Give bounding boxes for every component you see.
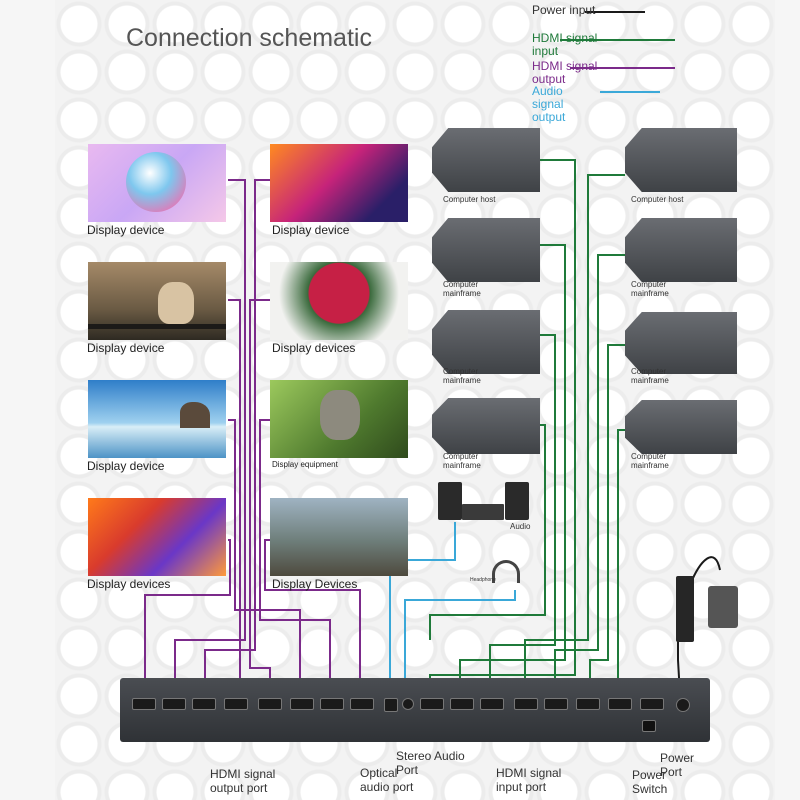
hdmi-output-wire [249, 299, 271, 695]
hdmi-input-port [420, 698, 444, 710]
display-label: Display devices [87, 577, 171, 591]
hdmi-input-port [514, 698, 538, 710]
audio-wires [389, 522, 516, 695]
stereo-audio-port [402, 698, 414, 710]
hdmi-output-wire [174, 179, 246, 695]
power-port [676, 698, 690, 712]
optical-audio-port [384, 698, 398, 712]
computer-mainframe-icon [432, 218, 542, 284]
power-adapter-icon [676, 576, 694, 642]
hdmi-input-port [576, 698, 600, 710]
headphone-icon [492, 560, 520, 583]
audio-wire [404, 590, 516, 695]
display-image-game [270, 498, 408, 576]
hdmi-output-port [224, 698, 248, 710]
hdmi-output-port [320, 698, 344, 710]
computer-mainframe-icon [432, 398, 542, 464]
display-label: Display device [87, 341, 165, 355]
hdmi-output-wire [264, 539, 361, 695]
hdmi-input-wire [617, 429, 625, 695]
speaker-right-icon [505, 482, 529, 520]
legend-hdmi-input: HDMI signal input [532, 31, 598, 58]
hdmi-input-wire [459, 244, 566, 695]
hdmi-output-port [132, 698, 156, 710]
computer-label: Computer mainframe [631, 452, 669, 470]
hdmi-input-port [640, 698, 664, 710]
hdmi-input-port [450, 698, 474, 710]
display-label: Display device [87, 459, 165, 473]
display-image-squirrel [88, 262, 226, 340]
computer-label: Computer host [443, 195, 496, 204]
hdmi-input-wire [554, 254, 625, 695]
hdmi-input-wire [489, 334, 556, 695]
display-label: Display devices [272, 341, 356, 355]
display-label: Display equipment [272, 460, 338, 469]
legend-hdmi-output: HDMI signal output [532, 59, 598, 86]
hdmi-output-wires [144, 179, 361, 695]
display-label: Display device [87, 223, 165, 237]
legend-audio: Audio signal output [532, 84, 566, 124]
display-image-lemur [270, 380, 408, 458]
headphone-label: Headphone [470, 577, 496, 583]
hdmi-output-port [192, 698, 216, 710]
display-label: Display Devices [272, 577, 358, 591]
legend-lines [560, 11, 675, 93]
computer-host-icon [432, 128, 542, 194]
hdmi-output-wire [204, 179, 270, 695]
hdmi-matrix-switch [120, 678, 710, 742]
hdmi-output-wire [228, 299, 241, 695]
diagram-title: Connection schematic [126, 24, 372, 52]
computer-mainframe-icon [625, 218, 737, 284]
display-image-abstract [88, 498, 226, 576]
legend-power: Power input [532, 3, 596, 17]
hdmi-output-port [290, 698, 314, 710]
power-port-label: Power Port [660, 751, 695, 779]
hdmi-output-port [258, 698, 282, 710]
audio-wire [389, 522, 456, 695]
display-image-space [270, 144, 408, 222]
computer-label: Computer mainframe [443, 280, 481, 298]
display-image-beach [88, 380, 226, 458]
hdmi-output-port [350, 698, 374, 710]
stereo-audio-port-label: Stereo Audio Port [396, 749, 465, 777]
optical-audio-port-label: Optical audio port [360, 766, 414, 794]
display-image-berries [270, 262, 408, 340]
hdmi-input-port [544, 698, 568, 710]
hdmi-input-wires [429, 159, 625, 695]
audio-label: Audio [510, 522, 531, 531]
hdmi-input-wire [429, 424, 546, 640]
hdmi-output-wire [228, 419, 301, 695]
power-switch[interactable] [642, 720, 656, 732]
computer-label: Computer mainframe [631, 367, 669, 385]
computer-mainframe-icon [432, 310, 542, 376]
hdmi-input-port [480, 698, 504, 710]
display-image-sphere [88, 144, 226, 222]
hdmi-output-wire [259, 419, 331, 695]
computer-label: Computer mainframe [631, 280, 669, 298]
hdmi-input-wire [589, 344, 625, 695]
power-plug-icon [708, 586, 738, 628]
speaker-left-icon [438, 482, 462, 520]
computer-label: Computer mainframe [443, 367, 481, 385]
computer-mainframe-icon [625, 400, 737, 466]
hdmi-output-port [162, 698, 186, 710]
hdmi-output-port-label: HDMI signal output port [210, 767, 276, 795]
computer-host-icon [625, 128, 737, 194]
amplifier-icon [462, 504, 504, 520]
computer-label: Computer host [631, 195, 684, 204]
computer-mainframe-icon [625, 312, 737, 378]
hdmi-input-wire [524, 174, 625, 695]
hdmi-input-port [608, 698, 632, 710]
computer-label: Computer mainframe [443, 452, 481, 470]
display-label: Display device [272, 223, 350, 237]
hdmi-input-port-label: HDMI signal input port [496, 766, 562, 794]
power-switch-label: Power Switch [632, 768, 668, 796]
hdmi-output-wire [144, 539, 231, 695]
